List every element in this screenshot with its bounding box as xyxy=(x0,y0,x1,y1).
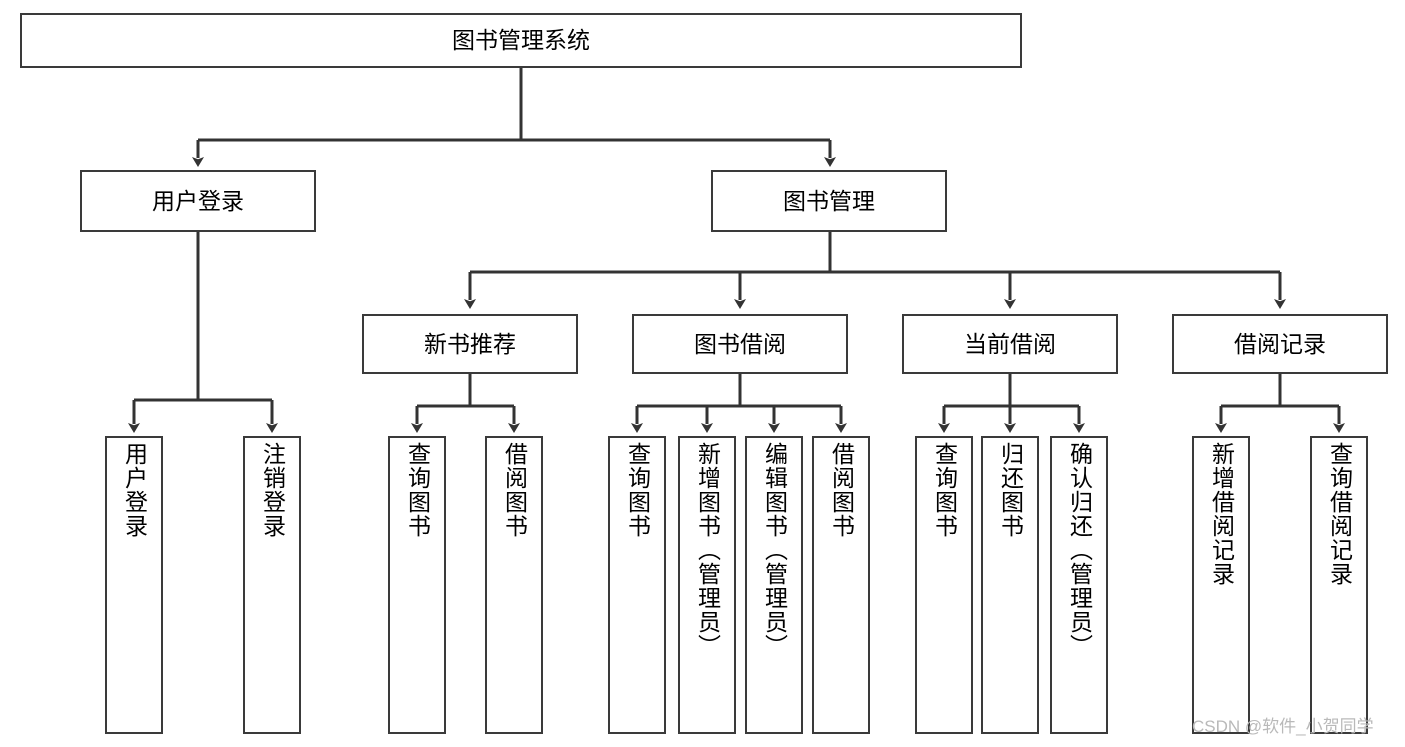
node-current-borrow[interactable]: 当前借阅 xyxy=(902,314,1118,374)
node-label: 借阅图书 xyxy=(501,442,528,538)
node-user-login[interactable]: 用户登录 xyxy=(80,170,316,232)
node-root-system[interactable]: 图书管理系统 xyxy=(20,13,1022,68)
node-label: 图书借阅 xyxy=(694,330,786,357)
leaf-current-query-book[interactable]: 查询图书 xyxy=(915,436,973,734)
node-book-manage[interactable]: 图书管理 xyxy=(711,170,947,232)
leaf-current-confirm-return-admin[interactable]: 确认归还（管理员） xyxy=(1050,436,1108,734)
leaf-record-add-borrow-record[interactable]: 新增借阅记录 xyxy=(1192,436,1250,734)
node-label: 图书管理系统 xyxy=(452,27,590,54)
csdn-watermark: CSDN @软件_小贺同学 xyxy=(1192,717,1374,736)
node-label: 用户登录 xyxy=(121,442,148,538)
node-label: 新增借阅记录 xyxy=(1208,442,1235,586)
node-label: 当前借阅 xyxy=(964,330,1056,357)
node-label: 查询图书 xyxy=(931,442,958,538)
node-label: 新增图书（管理员） xyxy=(694,442,721,658)
node-label: 查询图书 xyxy=(404,442,431,538)
leaf-current-return-book[interactable]: 归还图书 xyxy=(981,436,1039,734)
node-new-book-recommend[interactable]: 新书推荐 xyxy=(362,314,578,374)
node-label: 用户登录 xyxy=(152,187,244,214)
node-label: 查询借阅记录 xyxy=(1326,442,1353,586)
node-label: 注销登录 xyxy=(259,442,286,538)
leaf-recommend-query-book[interactable]: 查询图书 xyxy=(388,436,446,734)
node-label: 确认归还（管理员） xyxy=(1066,442,1093,658)
node-label: 新书推荐 xyxy=(424,330,516,357)
node-label: 查询图书 xyxy=(624,442,651,538)
leaf-borrow-edit-book-admin[interactable]: 编辑图书（管理员） xyxy=(745,436,803,734)
node-label: 归还图书 xyxy=(997,442,1024,538)
node-label: 借阅记录 xyxy=(1234,330,1326,357)
node-label: 图书管理 xyxy=(783,187,875,214)
node-book-borrow[interactable]: 图书借阅 xyxy=(632,314,848,374)
leaf-borrow-query-book[interactable]: 查询图书 xyxy=(608,436,666,734)
leaf-record-query-borrow-record[interactable]: 查询借阅记录 xyxy=(1310,436,1368,734)
leaf-user-logout[interactable]: 注销登录 xyxy=(243,436,301,734)
leaf-user-login[interactable]: 用户登录 xyxy=(105,436,163,734)
leaf-borrow-borrow-book[interactable]: 借阅图书 xyxy=(812,436,870,734)
leaf-recommend-borrow-book[interactable]: 借阅图书 xyxy=(485,436,543,734)
node-label: 借阅图书 xyxy=(828,442,855,538)
node-borrow-record[interactable]: 借阅记录 xyxy=(1172,314,1388,374)
node-label: 编辑图书（管理员） xyxy=(761,442,788,658)
leaf-borrow-add-book-admin[interactable]: 新增图书（管理员） xyxy=(678,436,736,734)
